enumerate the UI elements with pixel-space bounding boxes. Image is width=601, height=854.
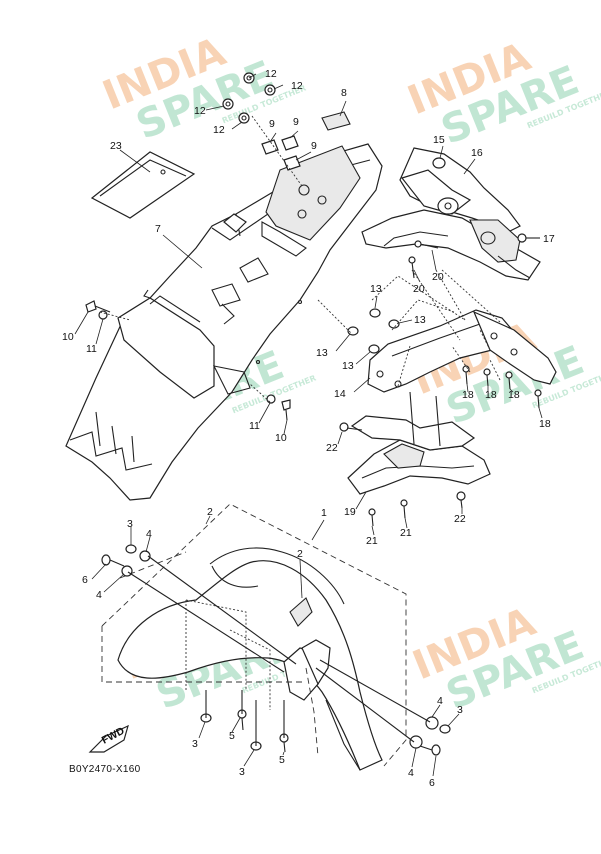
callout-18: 18 (485, 389, 497, 401)
callout-6: 6 (82, 574, 88, 586)
callout-9: 9 (269, 118, 275, 130)
pad-9-b (281, 135, 299, 151)
callout-2: 2 (207, 506, 213, 518)
callout-4: 4 (437, 695, 443, 707)
callout-10: 10 (275, 432, 287, 444)
callout-9: 9 (293, 116, 299, 128)
collar-3-a (125, 544, 137, 554)
callout-18: 18 (508, 389, 520, 401)
callout-10: 10 (62, 331, 74, 343)
callout-4: 4 (96, 589, 102, 601)
callout-15: 15 (433, 134, 445, 146)
part-23-sheet (90, 151, 196, 219)
pad-8 (321, 111, 351, 131)
callout-12: 12 (291, 80, 303, 92)
screw-18-c (505, 371, 513, 390)
watermark-top-left: INDIA SPARE REBUILD TOGETHER (97, 29, 308, 149)
bolt-22-b (456, 491, 466, 509)
callout-12: 12 (194, 105, 206, 117)
callout-3: 3 (127, 518, 133, 530)
front-fender-dashed-guides (101, 503, 407, 767)
callout-9: 9 (311, 140, 317, 152)
grommet-13-d (368, 344, 380, 354)
screw-18-d (534, 389, 542, 409)
screw-18-b (483, 368, 491, 387)
bolt-20-b (408, 256, 416, 279)
callout-19: 19 (344, 506, 356, 518)
part-14-bracket (367, 309, 557, 393)
grommet-4-c (425, 716, 439, 730)
grommet-13-b (388, 319, 400, 329)
callout-13: 13 (414, 314, 426, 326)
callout-3: 3 (239, 766, 245, 778)
callout-20: 20 (432, 271, 444, 283)
callout-1: 1 (321, 507, 327, 519)
callout-23: 23 (110, 140, 122, 152)
callout-11: 11 (86, 343, 97, 355)
callout-13: 13 (370, 283, 382, 295)
nut-12-d (238, 112, 250, 124)
bolt-22-a (339, 422, 363, 432)
callout-22: 22 (326, 442, 338, 454)
collar-3-d (439, 724, 451, 734)
grommet-4-a (139, 550, 151, 562)
pad-9-a (261, 139, 279, 155)
callout-22: 22 (454, 513, 466, 525)
callout-labels: 12 12 12 12 8 9 9 9 23 7 15 16 17 20 20 … (62, 68, 555, 789)
bolt-6-b (419, 744, 441, 756)
callout-13: 13 (316, 347, 328, 359)
callout-3: 3 (192, 738, 198, 750)
leader-lines (74, 73, 543, 777)
callout-4: 4 (146, 528, 152, 540)
callout-18: 18 (462, 389, 474, 401)
screw-18-a (462, 365, 470, 385)
part-16-tail-assembly (361, 147, 541, 281)
callout-11: 11 (249, 420, 260, 432)
diagram-code: B0Y2470-X160 (69, 764, 141, 775)
callout-3: 3 (457, 704, 463, 716)
callout-13: 13 (342, 360, 354, 372)
callout-8: 8 (341, 87, 347, 99)
callout-5: 5 (229, 730, 235, 742)
callout-20: 20 (413, 283, 425, 295)
watermark-bottom-right: INDIA SPARE REBUILD TOGETHER (407, 599, 601, 719)
washer-11-right (266, 394, 276, 404)
callout-6: 6 (429, 777, 435, 789)
bolt-10-left (85, 300, 111, 313)
grommet-15 (432, 157, 446, 169)
callout-12: 12 (213, 124, 225, 136)
callout-18: 18 (539, 418, 551, 430)
bolt-6-a (101, 554, 125, 567)
part-19-plate (347, 391, 491, 495)
fwd-arrow-icon: FWD (88, 725, 129, 753)
callout-17: 17 (543, 233, 555, 245)
screw-21-a (368, 508, 376, 527)
callout-4: 4 (408, 767, 414, 779)
part-1-front-fender (117, 547, 383, 771)
callout-21: 21 (400, 527, 412, 539)
callout-14: 14 (334, 388, 346, 400)
callout-7: 7 (155, 223, 161, 235)
screw-21-b (400, 499, 408, 519)
grommet-13-a (369, 308, 381, 318)
bolt-20-a (414, 240, 439, 249)
callout-2: 2 (297, 548, 303, 560)
callout-21: 21 (366, 535, 378, 547)
bolt-10-right (281, 399, 291, 421)
watermark-top-right: INDIA SPARE REBUILD TOGETHER (402, 34, 601, 154)
callout-5: 5 (279, 754, 285, 766)
nut-12-c (222, 98, 234, 110)
callout-16: 16 (471, 147, 483, 159)
grommet-13-c (347, 326, 359, 336)
callout-12: 12 (265, 68, 277, 80)
nut-12-b (264, 84, 276, 96)
